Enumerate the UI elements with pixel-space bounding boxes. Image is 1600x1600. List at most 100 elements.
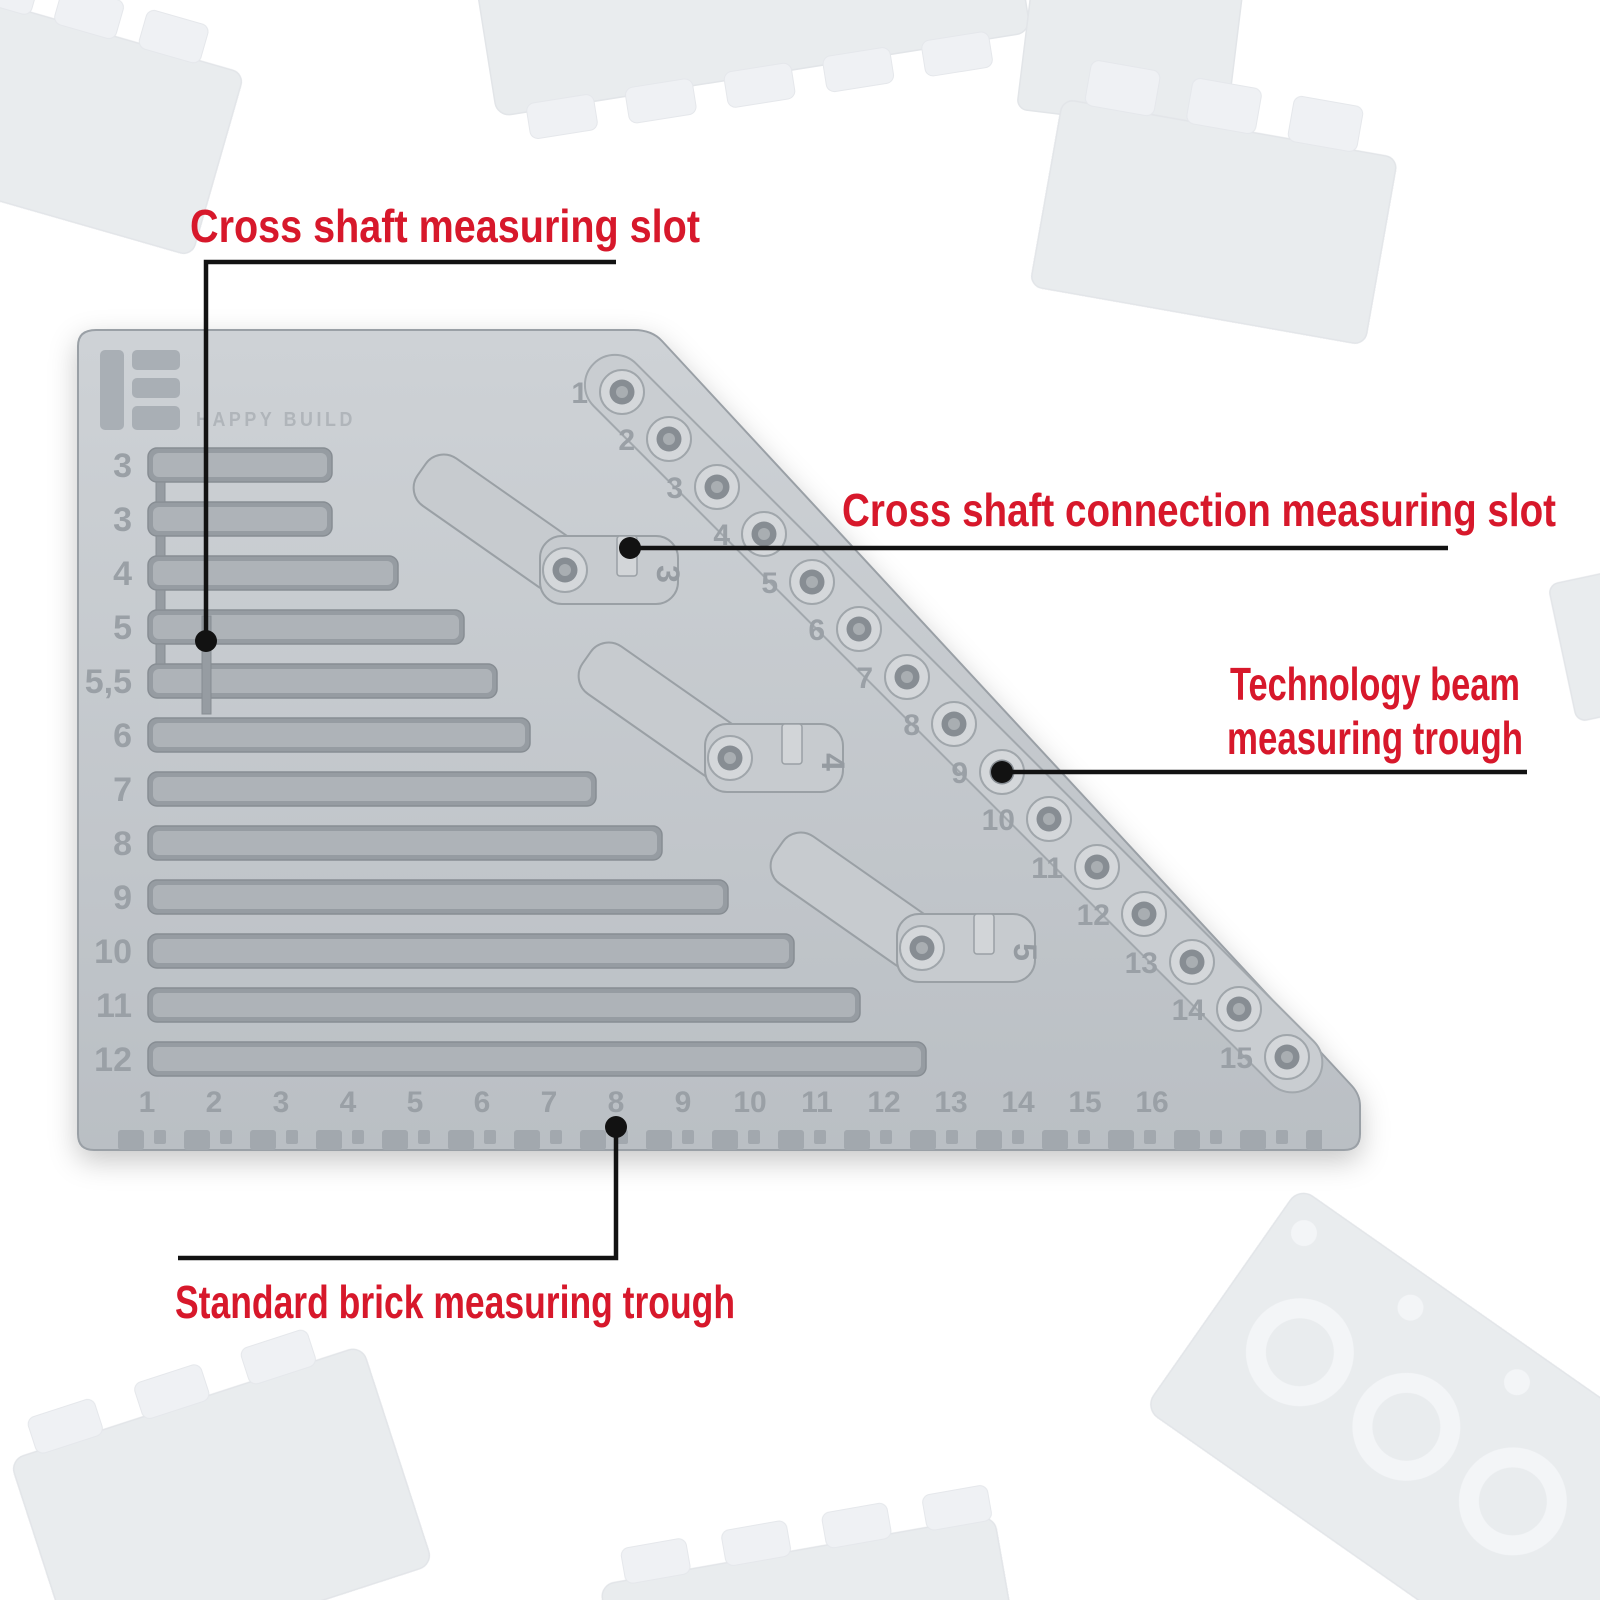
- pointer-dot: [195, 630, 217, 652]
- annotation-label: Cross shaft connection measuring slot: [842, 484, 1556, 536]
- beam-hole: [694, 464, 740, 510]
- axle-measuring-slot: [147, 663, 498, 699]
- beam-scale-label: 5: [761, 567, 778, 600]
- axle-measuring-slot: [147, 555, 399, 591]
- slot-connector-notch: [155, 535, 166, 557]
- angle-connector-3: 3: [412, 453, 686, 605]
- logo-glyph: [100, 350, 124, 430]
- annotation-label: measuring trough: [1227, 712, 1523, 764]
- annotation-label: Technology beam: [1230, 658, 1520, 710]
- beam-scale-label: 13: [1125, 947, 1158, 980]
- pointer-dot: [619, 537, 641, 559]
- background-brick: [0, 0, 243, 255]
- connector-label: 5: [1007, 943, 1043, 961]
- beam-hole: [1169, 939, 1215, 985]
- annotation-cross-shaft-slot: Cross shaft measuring slot: [190, 200, 700, 652]
- brand-logo: HAPPY BUILD: [100, 350, 356, 431]
- left-scale-label: 8: [113, 825, 132, 863]
- beam-hole: [1074, 844, 1120, 890]
- axle-measuring-slots: [147, 447, 927, 1077]
- left-scale-label: 6: [113, 717, 132, 755]
- connector-label: 3: [650, 565, 686, 583]
- left-scale-label: 5,5: [85, 663, 132, 701]
- beam-scale-label: 6: [808, 614, 825, 647]
- annotation-cross-shaft-connection-slot: Cross shaft connection measuring slot: [619, 484, 1556, 559]
- connector-hole: [707, 735, 753, 781]
- connector-hole: [899, 925, 945, 971]
- beam-hole: [1216, 986, 1262, 1032]
- measuring-tool-plate: HAPPY BUILD 3 3 4 5 5,5 6 7 8 9 10 11 12: [77, 329, 1361, 1151]
- bottom-scale-label: 9: [675, 1086, 692, 1119]
- annotation-line: [203, 259, 616, 641]
- angle-connector-5: 5: [769, 831, 1043, 983]
- connector-label: 4: [815, 753, 851, 771]
- brand-name: HAPPY BUILD: [196, 409, 356, 431]
- slot-connector-notch: [155, 643, 166, 665]
- left-scale-label: 3: [113, 447, 132, 485]
- beam-hole: [1264, 1034, 1310, 1080]
- axle-measuring-slot: [147, 879, 729, 915]
- annotation-technology-beam: Technology beam measuring trough: [991, 658, 1527, 783]
- bottom-scale-label: 13: [934, 1086, 967, 1119]
- bottom-scale-label: 11: [801, 1086, 833, 1119]
- pointer-dot: [605, 1116, 627, 1138]
- beam-hole: [1121, 891, 1167, 937]
- bottom-scale-label: 2: [206, 1086, 223, 1119]
- bottom-scale-label: 8: [608, 1086, 625, 1119]
- cross-shaft-connection-slot: [973, 913, 995, 955]
- beam-scale-label: 4: [713, 519, 730, 552]
- left-scale-label: 7: [113, 771, 132, 809]
- beam-scale-label: 15: [1220, 1042, 1253, 1075]
- bottom-scale: 1 2 3 4 5 6 7 8 9 10 11 12 13 14 15 16: [139, 1086, 1169, 1119]
- bottom-scale-label: 6: [474, 1086, 491, 1119]
- axle-measuring-slot: [147, 987, 861, 1023]
- axle-measuring-slot: [147, 501, 333, 537]
- beam-scale-label: 14: [1172, 994, 1206, 1027]
- beam-hole: [836, 606, 882, 652]
- connector-hole: [542, 547, 588, 593]
- annotation-standard-brick-trough: Standard brick measuring trough: [175, 1116, 735, 1328]
- bottom-scale-label: 16: [1135, 1086, 1168, 1119]
- left-scale-label: 10: [94, 933, 132, 971]
- beam-hole: [931, 701, 977, 747]
- background-brick: [12, 1329, 431, 1600]
- annotation-line: [178, 1127, 619, 1261]
- left-scale-label: 9: [113, 879, 132, 917]
- axle-measuring-slot: [147, 771, 597, 807]
- beam-hole: [646, 416, 692, 462]
- bottom-scale-label: 3: [273, 1086, 290, 1119]
- bottom-scale-label: 4: [340, 1086, 357, 1119]
- axle-measuring-slot: [147, 447, 333, 483]
- left-scale-label: 4: [113, 555, 132, 593]
- left-scale-label: 12: [94, 1041, 132, 1079]
- bottom-teeth: [112, 1130, 1322, 1150]
- axle-measuring-slot: [147, 717, 531, 753]
- beam-scale-label: 2: [618, 424, 635, 457]
- logo-glyph: [132, 350, 180, 370]
- left-scale-label: 11: [96, 987, 132, 1025]
- axle-measuring-slot: [147, 1041, 927, 1077]
- slot-connector-notch: [155, 589, 166, 611]
- beam-scale-label: 10: [982, 804, 1015, 837]
- beam-scale-label: 12: [1077, 899, 1110, 932]
- beam-scale-label: 9: [951, 757, 968, 790]
- left-scale: 3 3 4 5 5,5 6 7 8 9 10 11 12: [85, 447, 132, 1079]
- beam-scale-label: 11: [1031, 852, 1063, 885]
- bottom-scale-label: 12: [867, 1086, 900, 1119]
- beam-scale-label: 3: [666, 472, 683, 505]
- logo-glyph: [132, 406, 180, 430]
- bottom-scale-label: 7: [541, 1086, 558, 1119]
- annotation-label: Cross shaft measuring slot: [190, 200, 700, 252]
- background-brick: [1031, 60, 1397, 344]
- technology-beam: 1 2 3 4 5 6 7 8 9 10 11 12 13 14 15: [571, 353, 1324, 1094]
- slot-connector-notch: [155, 481, 166, 503]
- bottom-scale-label: 1: [139, 1086, 156, 1119]
- beam-hole: [1026, 796, 1072, 842]
- bottom-scale-label: 15: [1068, 1086, 1101, 1119]
- logo-glyph: [132, 378, 180, 398]
- beam-scale-label: 7: [856, 662, 873, 695]
- background-brick: [1549, 563, 1600, 721]
- bottom-scale-label: 5: [407, 1086, 424, 1119]
